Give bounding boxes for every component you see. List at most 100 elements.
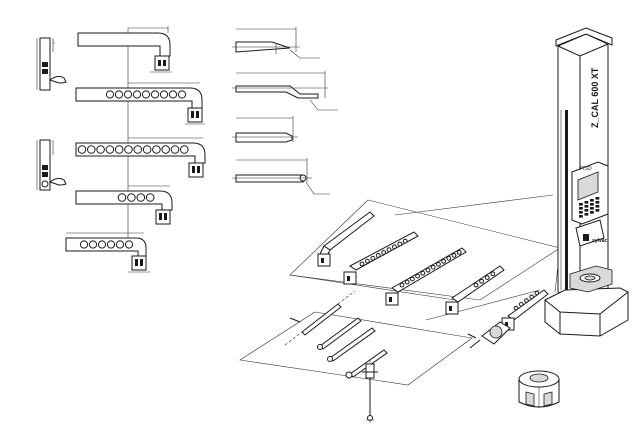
keypad-key (590, 207, 594, 210)
mounting-hole (168, 90, 178, 99)
mounting-hole (170, 145, 180, 154)
mounting-hole (404, 279, 410, 285)
keypad-key (595, 197, 600, 200)
exploded-probe-arm-c (385, 247, 467, 306)
mounting-hole (402, 238, 408, 244)
svg-text:d: d (53, 41, 55, 45)
keypad-key (584, 201, 589, 204)
display-brand-label: FISO (580, 166, 592, 172)
mounting-hole (136, 193, 146, 202)
mounting-hole (127, 193, 136, 202)
mounting-hole (386, 247, 392, 253)
mounting-hole (534, 290, 540, 296)
mounting-hole (365, 258, 370, 264)
mounting-hole (375, 253, 381, 258)
mounting-hole (142, 145, 152, 154)
mounting-hole (115, 240, 125, 249)
mounting-hole (124, 240, 134, 249)
exploded-probe-arm-a (317, 211, 375, 267)
mounting-hole (77, 145, 87, 154)
mounting-hole (87, 145, 96, 154)
mounting-hole (484, 275, 490, 280)
mounting-hole (145, 193, 155, 202)
mounting-hole (425, 267, 431, 273)
profile-view-1 (232, 27, 320, 59)
keypad-key (590, 203, 594, 206)
mounting-hole (161, 145, 170, 154)
mounting-hole (430, 264, 436, 270)
probe-arm-1 (77, 26, 172, 73)
mounting-hole (117, 193, 127, 202)
mounting-hole (415, 273, 421, 279)
mounting-hole (105, 90, 115, 99)
mounting-hole (524, 298, 529, 303)
probe-arm-3 (75, 137, 206, 178)
mounting-hole (180, 145, 189, 154)
keypad-key (595, 201, 600, 204)
probe-arm-2 (75, 82, 205, 125)
mounting-hole (397, 241, 403, 247)
mounting-hole (123, 90, 133, 99)
mounting-hole (159, 90, 169, 99)
mounting-hole (490, 271, 496, 277)
exploded-probe-arm-d (445, 265, 505, 315)
keypad-key (584, 209, 589, 212)
mounting-hole (88, 240, 98, 249)
setting-block (518, 370, 560, 408)
mounting-hole (513, 305, 519, 311)
keypad-key (584, 213, 589, 216)
mounting-hole (359, 261, 365, 267)
mounting-hole (114, 145, 124, 154)
mounting-hole (529, 294, 534, 300)
keypad-key (579, 211, 583, 214)
mounting-hole (177, 90, 187, 99)
height-gauge: sylvac FISO Z_CAL 600 XT (544, 27, 629, 337)
probe-arm-4 (75, 185, 173, 225)
brand-label: sylvac (592, 238, 608, 244)
mounting-hole (133, 145, 143, 154)
mounting-hole (141, 90, 151, 99)
keypad-key (590, 199, 594, 202)
keypad-key (579, 215, 583, 218)
mounting-hole (79, 240, 89, 249)
probe-holder-clamp (467, 321, 511, 349)
side-view-probe-1: d (36, 37, 67, 91)
profile-view-4 (232, 158, 330, 195)
profile-view-2 (232, 71, 338, 111)
keypad-key (590, 211, 594, 214)
keypad-key (579, 207, 583, 210)
mounting-hole (479, 278, 485, 284)
mounting-hole (436, 261, 441, 267)
exploded-probe-arm-b (343, 231, 419, 285)
keypad-key (595, 209, 600, 212)
mounting-hole (446, 255, 452, 261)
exploded-probe-arm-e (501, 289, 549, 331)
keypad-key (595, 205, 600, 208)
mounting-hole (96, 145, 105, 154)
mounting-hole (456, 249, 462, 255)
mounting-hole (97, 240, 107, 249)
mounting-hole (152, 145, 161, 154)
vertical-stylus (362, 360, 378, 425)
mounting-hole (114, 90, 124, 99)
mounting-hole (392, 244, 397, 250)
mounting-hole (410, 276, 415, 282)
mounting-hole (150, 90, 160, 99)
probe-arm-5 (65, 232, 150, 273)
mounting-hole (473, 282, 479, 288)
mounting-hole (106, 240, 116, 249)
mounting-hole (441, 258, 447, 264)
keypad-key (584, 205, 589, 208)
mounting-hole (451, 252, 457, 258)
mounting-hole (124, 145, 133, 154)
mounting-hole (105, 145, 115, 154)
mounting-hole (420, 270, 426, 276)
keypad-key (579, 203, 583, 206)
mounting-hole (132, 90, 142, 99)
side-view-probe-2 (36, 139, 67, 191)
profile-view-3 (232, 116, 298, 143)
mounting-hole (399, 282, 405, 288)
mounting-hole (381, 250, 387, 255)
